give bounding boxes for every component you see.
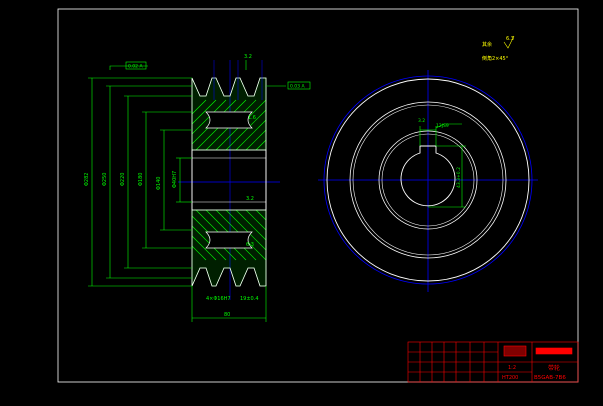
tol-frame-top	[125, 61, 147, 70]
dim-keyway-rough: 3.2	[418, 118, 425, 124]
web-cutout-bottom	[205, 231, 253, 249]
dim-groove-pitch: 4×Φ16H7	[206, 296, 231, 302]
roughness-label: 其余	[482, 41, 492, 48]
tol-top: 0.02 A	[128, 64, 143, 70]
tol-right: 0.03 A	[290, 84, 305, 90]
dim-rough-d: 1.6	[248, 115, 256, 121]
dim-d3: Φ180	[138, 173, 144, 186]
dim-keyway-depth: 43.3+0.2	[456, 167, 462, 188]
dim-d1: Φ250	[102, 173, 108, 186]
front-view: 12JS9 43.3+0.2 3.2	[318, 70, 538, 292]
dim-width: 80	[224, 312, 230, 318]
title-block	[407, 341, 579, 383]
dim-rough-b: 3.2	[246, 196, 254, 202]
notes: 其余 6.3 倒角2×45°	[482, 35, 515, 62]
tol-frame-right	[287, 81, 311, 90]
dimension-lines	[88, 60, 286, 322]
part-name: 带轮	[548, 364, 560, 372]
bore-outline	[191, 149, 267, 211]
keyway-dims	[419, 123, 466, 208]
outer-circle	[326, 78, 530, 282]
drawing-no: B5GAB-7B6	[534, 375, 566, 381]
roughness-value: 6.3	[506, 36, 514, 42]
dim-d4: Φ140	[156, 177, 162, 190]
hub-circle-2	[381, 133, 475, 227]
material: HT200	[502, 375, 518, 381]
pitch-circle	[323, 75, 533, 285]
rim-inner-circle	[349, 101, 507, 259]
bore-keyway	[400, 145, 456, 207]
section-view	[178, 60, 280, 300]
scale: 1:2	[508, 365, 516, 371]
dim-d2: Φ220	[120, 173, 126, 186]
roughness-symbol	[503, 35, 515, 49]
dim-od: Φ282	[84, 173, 90, 186]
dim-groove-width: 19±0.4	[240, 296, 259, 302]
rim-inner-circle-2	[352, 104, 504, 256]
dim-rough-c: 6.3	[246, 242, 254, 248]
drawing-border	[57, 8, 579, 383]
web-cutout-top	[205, 111, 253, 129]
chamfer-note: 倒角2×45°	[482, 55, 509, 62]
dim-rough-a: 3.2	[244, 54, 252, 60]
hub-circle	[378, 130, 478, 230]
dim-keyway: 12JS9	[436, 123, 449, 129]
dim-bore: Φ40H7	[172, 171, 178, 188]
